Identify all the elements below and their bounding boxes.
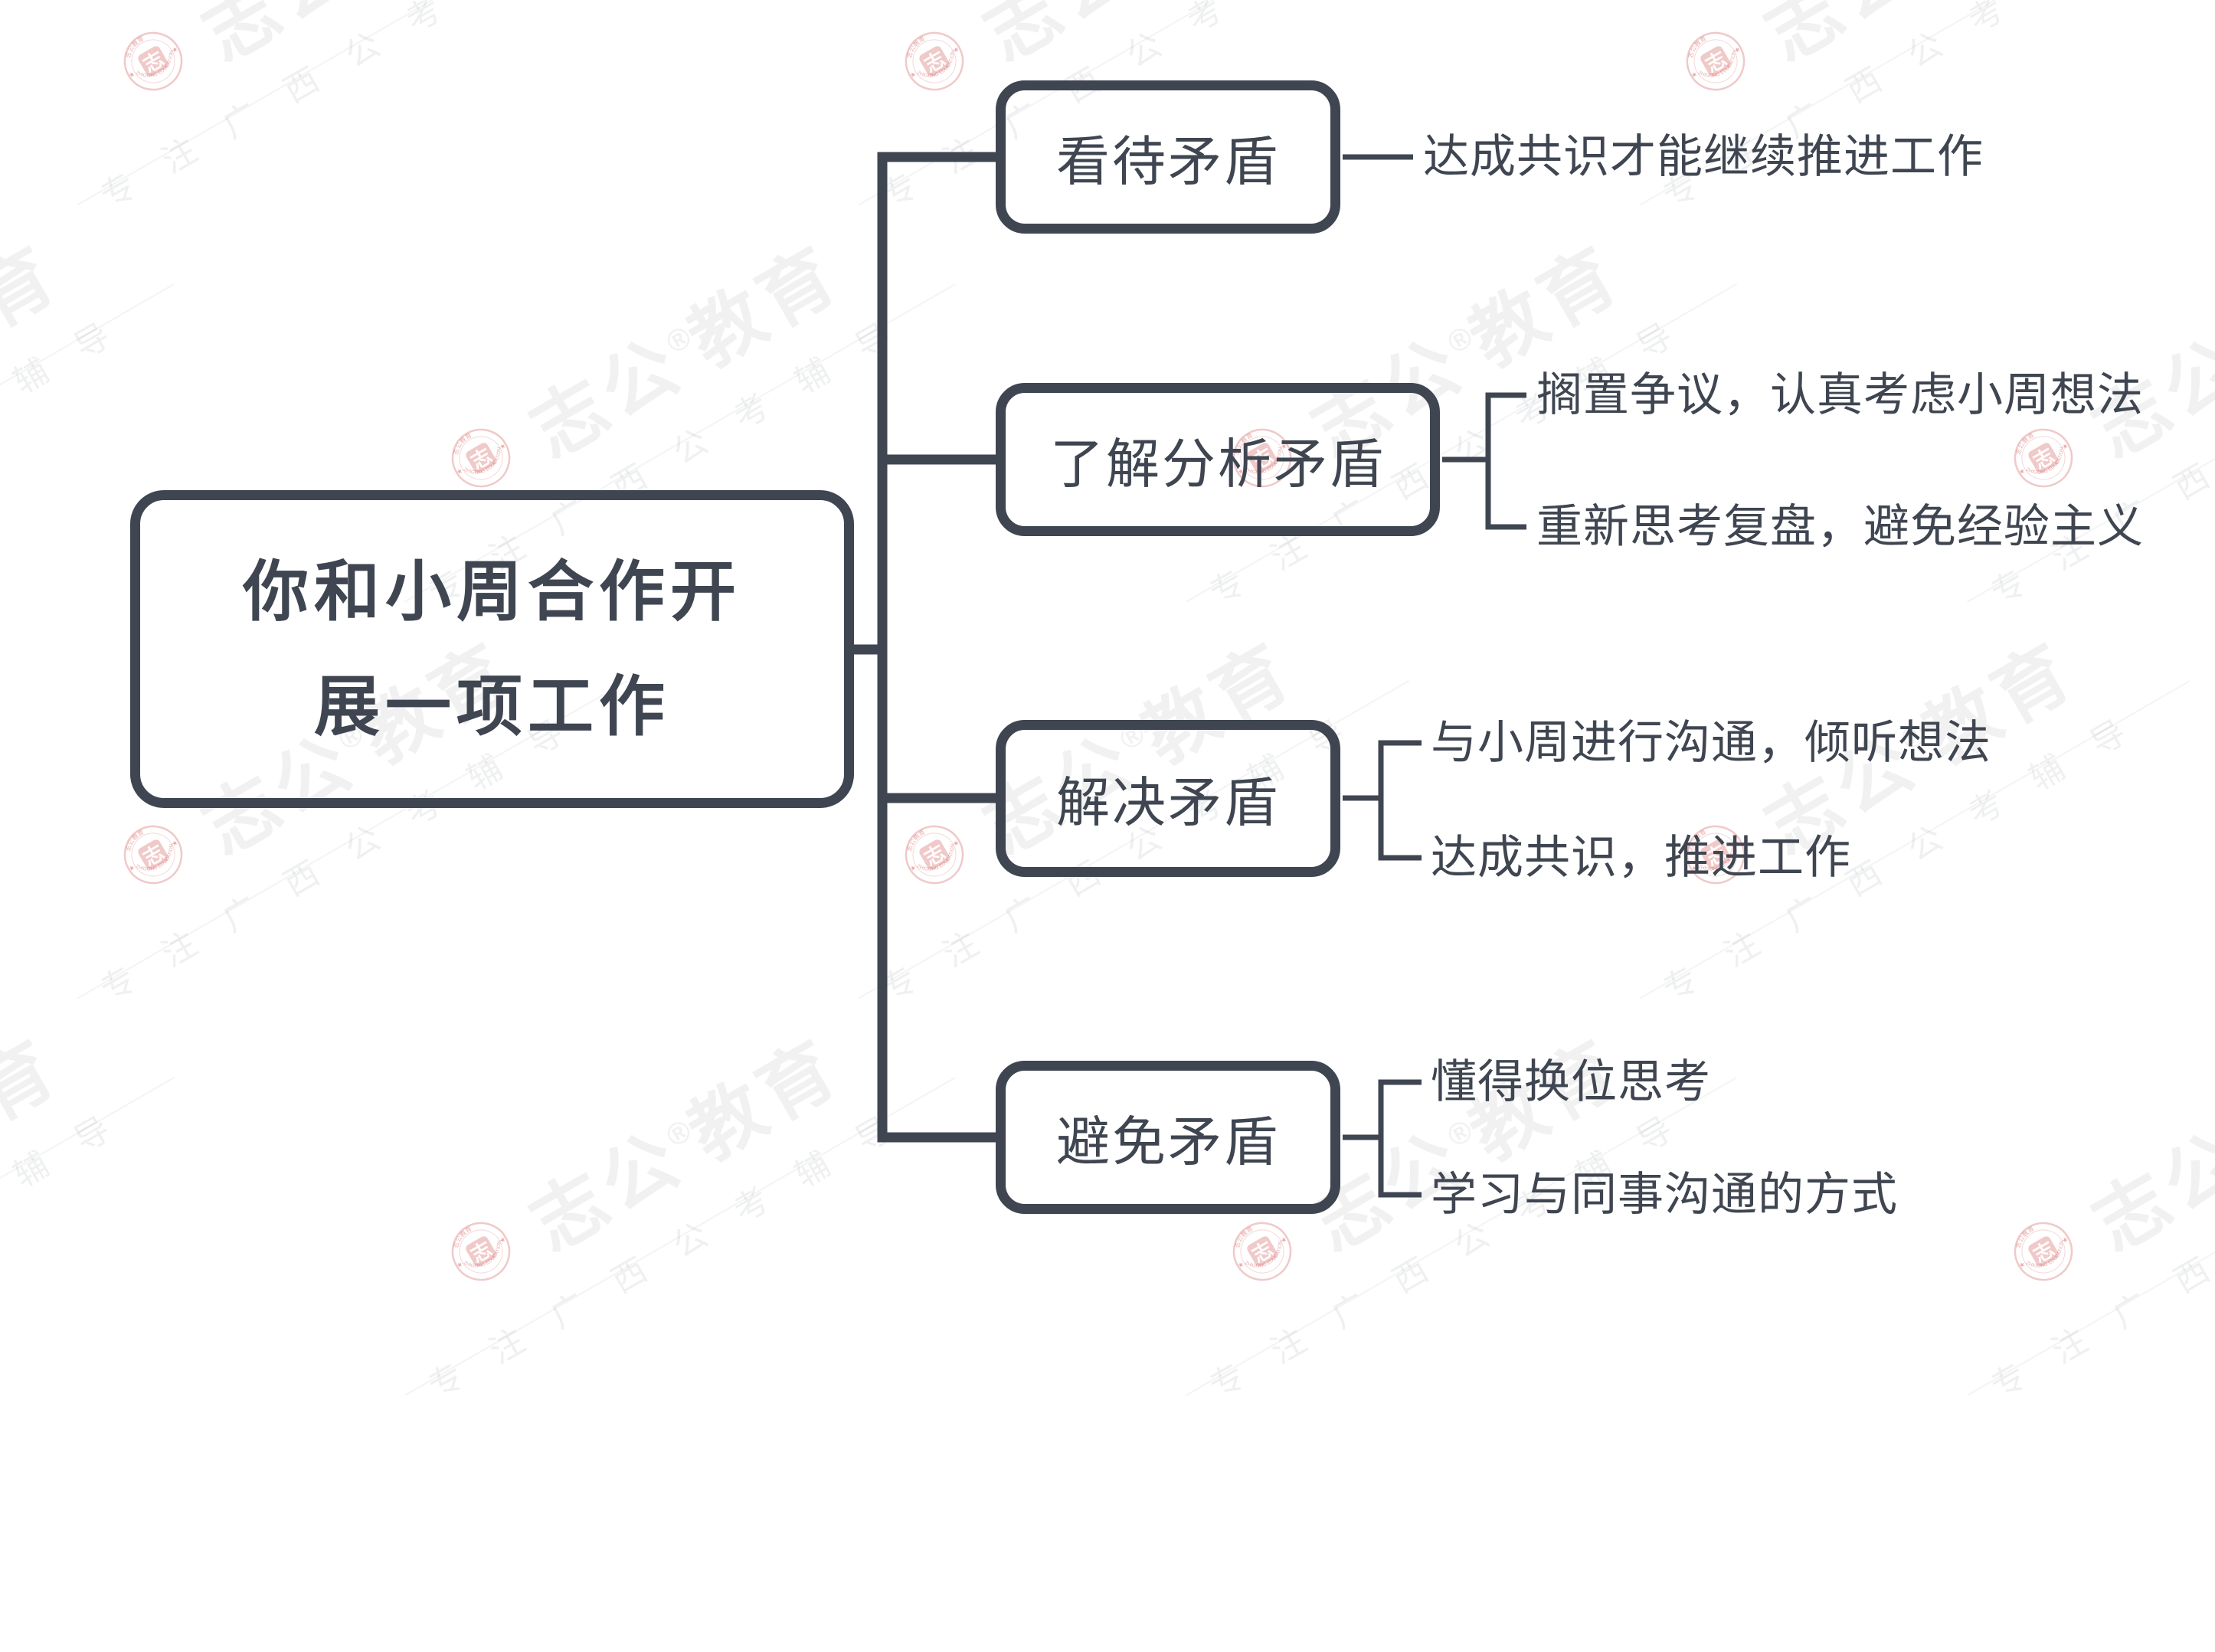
root-node-label-line2: 展一项工作 xyxy=(314,669,670,744)
branch-node-label: 看待矛盾 xyxy=(1056,131,1280,191)
branch-node-analyze-conflict[interactable]: 了解分析矛盾 xyxy=(996,383,1440,536)
leaf-node[interactable]: 学习与同事沟通的方式 xyxy=(1431,1169,1898,1220)
branch-node-label: 解决矛盾 xyxy=(1056,773,1280,833)
branch-node-avoid-conflict[interactable]: 避免矛盾 xyxy=(996,1061,1340,1214)
branch-node-view-conflict[interactable]: 看待矛盾 xyxy=(996,80,1340,234)
leaf-node[interactable]: 懂得换位思考 xyxy=(1431,1056,1711,1107)
branch-node-label: 了解分析矛盾 xyxy=(1050,433,1386,494)
root-node[interactable]: 你和小周合作开 展一项工作 xyxy=(130,490,854,808)
connector-lines xyxy=(852,152,1526,1198)
leaf-node[interactable]: 搁置争议，认真考虑小周想法 xyxy=(1536,369,2144,420)
leaf-node[interactable]: 与小周进行沟通，倾听想法 xyxy=(1431,717,1991,768)
leaf-node[interactable]: 达成共识，推进工作 xyxy=(1431,832,1851,883)
branch-node-label: 避免矛盾 xyxy=(1056,1111,1280,1172)
branch-node-resolve-conflict[interactable]: 解决矛盾 xyxy=(996,720,1340,877)
root-node-label-line1: 你和小周合作开 xyxy=(243,554,741,629)
leaf-node[interactable]: 重新思考复盘，避免经验主义 xyxy=(1536,501,2144,552)
leaf-node[interactable]: 达成共识才能继续推进工作 xyxy=(1423,131,1984,182)
